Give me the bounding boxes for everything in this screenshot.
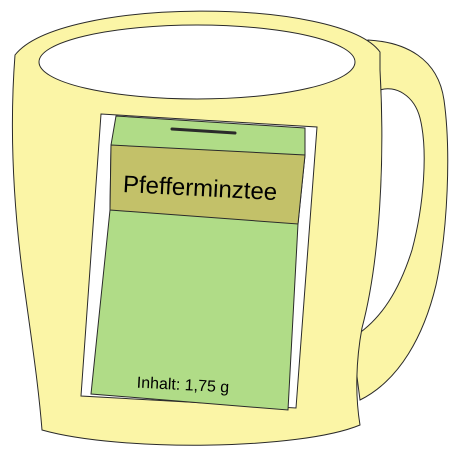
mug-opening bbox=[38, 24, 356, 100]
content-amount: Inhalt: 1,75 g bbox=[136, 375, 229, 397]
packet-fold-line bbox=[170, 127, 237, 135]
mug-handle bbox=[351, 39, 449, 401]
tea-packet-label-band bbox=[109, 144, 306, 225]
